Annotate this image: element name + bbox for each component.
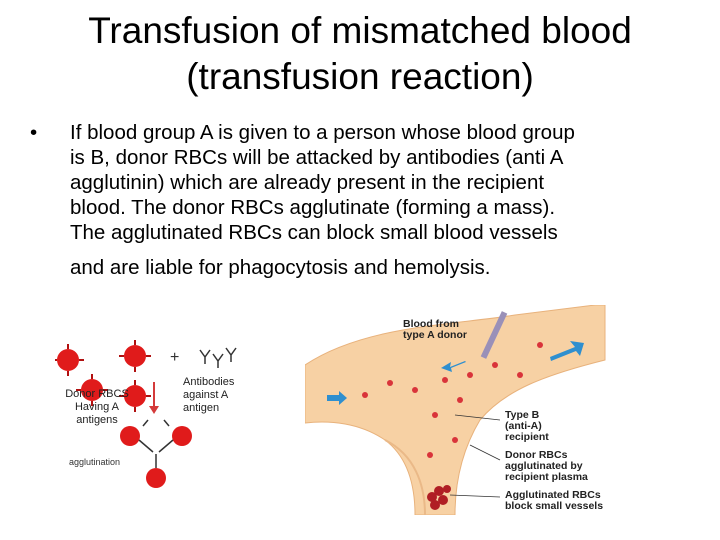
rbc-cell-icon bbox=[146, 468, 166, 488]
agglutination-diagram: + Donor RBCS Having A antigens Antibodie… bbox=[52, 330, 265, 495]
plus-sign: + bbox=[170, 349, 179, 366]
rbc-cell-icon bbox=[76, 374, 108, 406]
title-line-1: Transfusion of mismatched blood bbox=[88, 10, 632, 51]
bullet-line-5: The agglutinated RBCs can block small bl… bbox=[70, 221, 558, 244]
donor-rbc-cells bbox=[52, 340, 151, 412]
donor-rbcs-label: Donor RBCS Having A antigens bbox=[65, 388, 129, 426]
agglutination-label: agglutination bbox=[69, 457, 121, 467]
down-arrow-icon bbox=[149, 382, 159, 414]
rbc-cell-icon bbox=[52, 344, 84, 376]
recipient-label: Type B (anti-A) recipient bbox=[505, 409, 549, 443]
blood-source-label: Blood from type A donor bbox=[403, 318, 467, 341]
title-line-2: (transfusion reaction) bbox=[186, 56, 534, 97]
vessel-shape bbox=[304, 304, 606, 516]
bullet-point: • If blood group A is given to a person … bbox=[30, 120, 690, 280]
bullet-symbol: • bbox=[30, 121, 38, 144]
bullet-line-1: If blood group A is given to a person wh… bbox=[70, 121, 575, 144]
antibodies-label: Antibodies against A antigen bbox=[183, 376, 235, 414]
slide-title: Transfusion of mismatched blood (transfu… bbox=[20, 8, 700, 100]
blood-vessel-diagram: Blood from type A donor Type B (anti-A) … bbox=[304, 304, 625, 516]
blood-flow-arrows bbox=[327, 341, 584, 405]
scattered-rbcs bbox=[362, 342, 543, 458]
agglutinated-rbc-mass bbox=[427, 485, 451, 510]
rbc-cell-icon bbox=[119, 340, 151, 372]
bullet-line-4: blood. The donor RBCs agglutinate (formi… bbox=[70, 196, 556, 219]
rbc-cell-icon bbox=[172, 426, 192, 446]
needle-icon bbox=[480, 311, 508, 359]
rbc-cell-icon bbox=[120, 426, 140, 446]
bullet-line-6: and are liable for phagocytosis and hemo… bbox=[70, 256, 491, 279]
bullet-line-3: agglutinin) which are already present in… bbox=[70, 171, 545, 194]
blood-vessel-illustration bbox=[304, 304, 606, 516]
rbc-cell-icon bbox=[119, 380, 151, 412]
agglutinated-cluster bbox=[120, 419, 192, 488]
blocked-vessels-label: Agglutinated RBCs block small vessels bbox=[505, 489, 604, 512]
bullet-line-2: is B, donor RBCs will be attacked by ant… bbox=[70, 146, 564, 169]
bullet-text: If blood group A is given to a person wh… bbox=[70, 120, 690, 280]
agglutination-illustration: + bbox=[52, 340, 237, 488]
label-leader-lines bbox=[449, 414, 501, 498]
agglutinated-rbcs-label: Donor RBCs agglutinated by recipient pla… bbox=[505, 449, 588, 483]
antibody-icons bbox=[199, 347, 237, 368]
